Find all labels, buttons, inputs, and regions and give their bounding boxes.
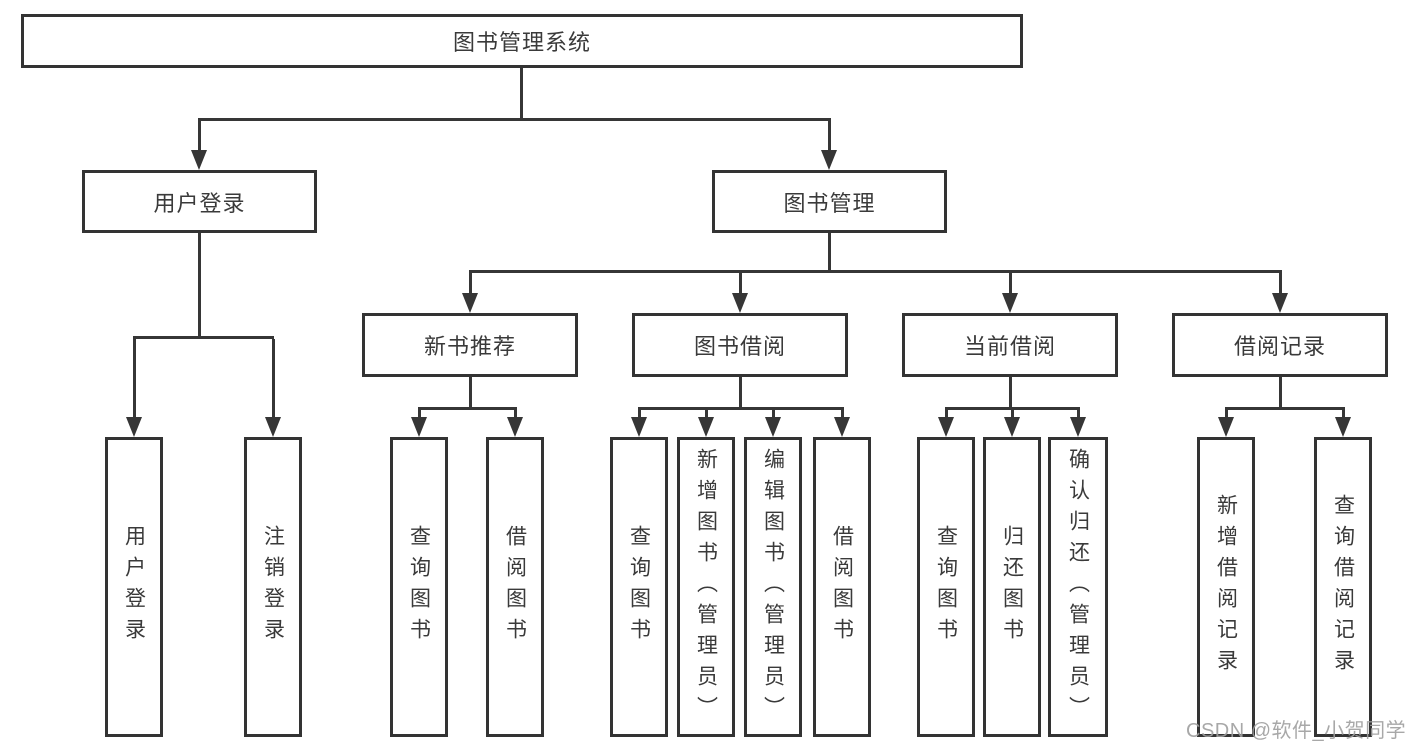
- leaf-return-book: 归还图书: [983, 437, 1041, 737]
- node-borrow-records: 借阅记录: [1172, 313, 1388, 377]
- connector-line: [1279, 377, 1282, 407]
- leaf-query-books: 查询图书: [917, 437, 975, 737]
- connector-line: [1342, 410, 1345, 417]
- arrow-down-icon: [821, 150, 837, 170]
- arrow-down-icon: [765, 417, 781, 437]
- connector-line: [418, 407, 517, 410]
- leaf-query-books: 查询图书: [390, 437, 448, 737]
- leaf-logout: 注销登录: [244, 437, 302, 737]
- connector-line: [133, 339, 136, 417]
- arrow-down-icon: [191, 150, 207, 170]
- node-book-borrowing: 图书借阅: [632, 313, 848, 377]
- leaf-confirm-return-admin: 确认归还（管理员）: [1048, 437, 1108, 737]
- arrow-down-icon: [834, 417, 850, 437]
- connector-line: [945, 410, 948, 417]
- arrow-down-icon: [411, 417, 427, 437]
- leaf-borrow-books: 借阅图书: [486, 437, 544, 737]
- connector-line: [638, 410, 641, 417]
- connector-line: [1009, 273, 1012, 293]
- arrow-down-icon: [732, 293, 748, 313]
- connector-line: [828, 121, 831, 150]
- connector-line: [469, 270, 1282, 273]
- connector-line: [520, 68, 523, 118]
- node-user-login: 用户登录: [82, 170, 317, 233]
- connector-line: [1077, 410, 1080, 417]
- connector-line: [1011, 410, 1014, 417]
- arrow-down-icon: [265, 417, 281, 437]
- connector-line: [772, 410, 775, 417]
- leaf-user-login: 用户登录: [105, 437, 163, 737]
- connector-line: [945, 407, 1080, 410]
- connector-line: [514, 410, 517, 417]
- leaf-query-borrow-record: 查询借阅记录: [1314, 437, 1372, 737]
- connector-line: [638, 407, 844, 410]
- connector-line: [469, 377, 472, 407]
- connector-line: [1279, 273, 1282, 293]
- connector-line: [272, 339, 275, 417]
- arrow-down-icon: [462, 293, 478, 313]
- arrow-down-icon: [1070, 417, 1086, 437]
- connector-line: [133, 336, 274, 339]
- arrow-down-icon: [1335, 417, 1351, 437]
- arrow-down-icon: [1002, 293, 1018, 313]
- arrow-down-icon: [1004, 417, 1020, 437]
- connector-line: [198, 118, 831, 121]
- arrow-down-icon: [698, 417, 714, 437]
- arrow-down-icon: [1218, 417, 1234, 437]
- connector-line: [841, 410, 844, 417]
- arrow-down-icon: [507, 417, 523, 437]
- connector-line: [1225, 410, 1228, 417]
- node-library-system: 图书管理系统: [21, 14, 1023, 68]
- connector-line: [1225, 407, 1345, 410]
- connector-line: [418, 410, 421, 417]
- leaf-add-borrow-record: 新增借阅记录: [1197, 437, 1255, 737]
- arrow-down-icon: [938, 417, 954, 437]
- node-current-borrowing: 当前借阅: [902, 313, 1118, 377]
- connector-line: [828, 233, 831, 270]
- connector-line: [739, 377, 742, 407]
- node-new-book-recommend: 新书推荐: [362, 313, 578, 377]
- csdn-watermark: CSDN @软件_小贺同学: [1186, 720, 1405, 742]
- leaf-borrow-books: 借阅图书: [813, 437, 871, 737]
- connector-line: [198, 233, 201, 336]
- connector-line: [1009, 377, 1012, 407]
- node-book-management: 图书管理: [712, 170, 947, 233]
- connector-line: [705, 410, 708, 417]
- arrow-down-icon: [126, 417, 142, 437]
- leaf-query-books: 查询图书: [610, 437, 668, 737]
- connector-line: [739, 273, 742, 293]
- leaf-add-book-admin: 新增图书（管理员）: [677, 437, 735, 737]
- connector-line: [198, 121, 201, 150]
- arrow-down-icon: [631, 417, 647, 437]
- arrow-down-icon: [1272, 293, 1288, 313]
- leaf-edit-book-admin: 编辑图书（管理员）: [744, 437, 802, 737]
- connector-line: [469, 273, 472, 293]
